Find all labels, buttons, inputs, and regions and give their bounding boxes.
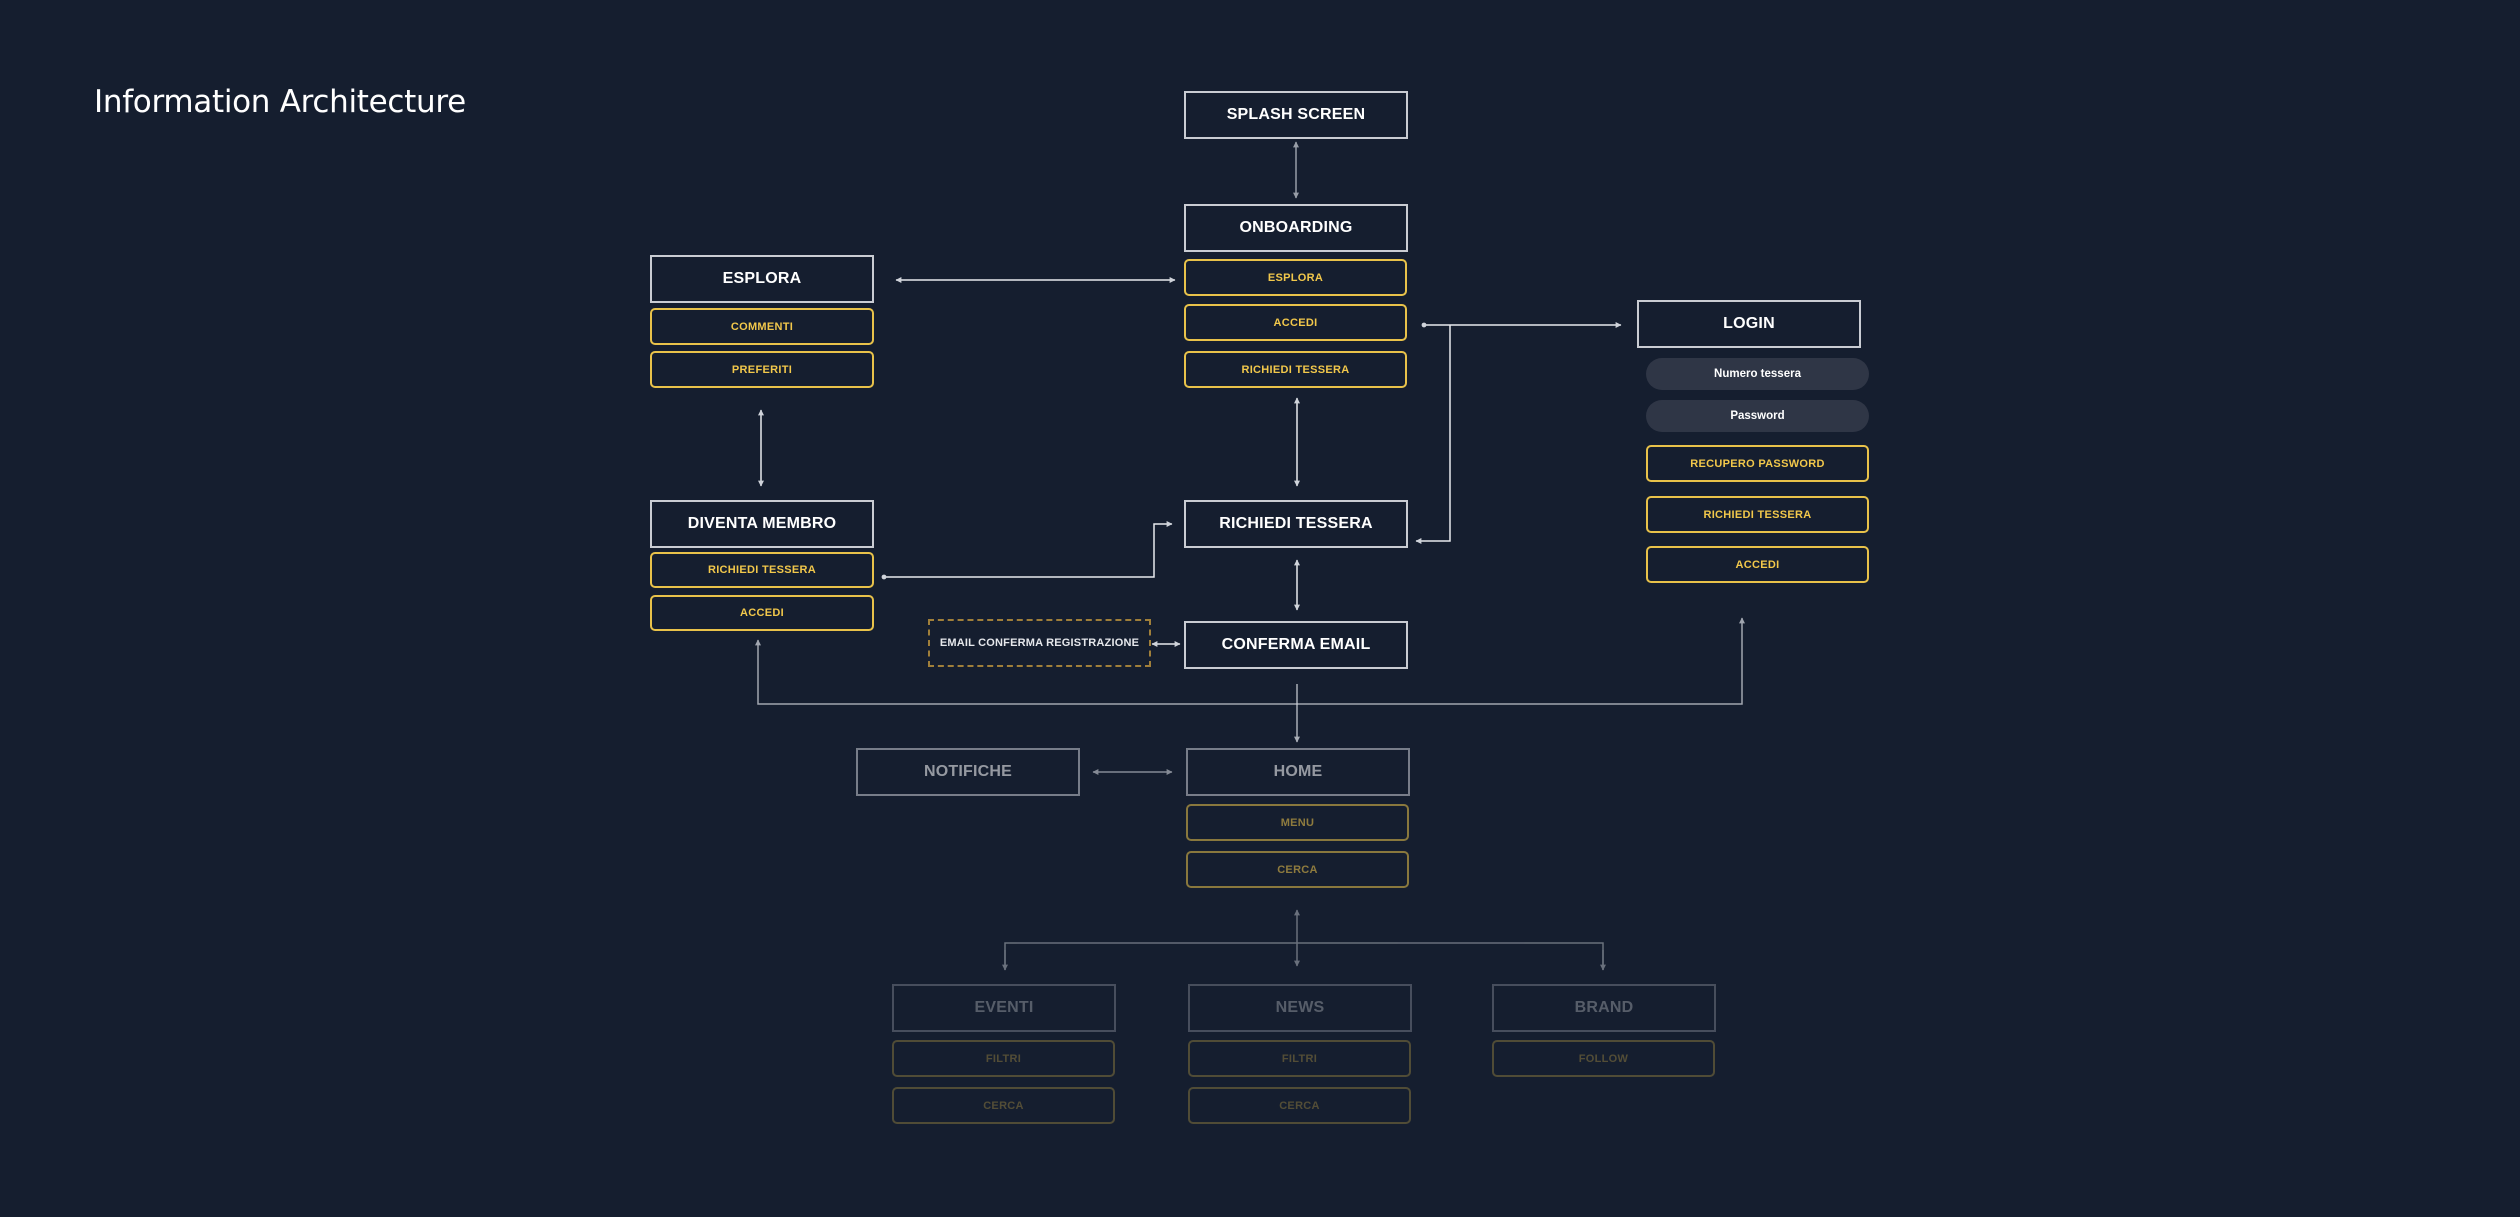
node-notifiche: NOTIFICHE [856,748,1080,796]
news-filtri: FILTRI [1188,1040,1411,1077]
home-menu: MENU [1186,804,1409,841]
onboarding-richiedi-tessera: RICHIEDI TESSERA [1184,351,1407,388]
node-brand: BRAND [1492,984,1716,1032]
node-conferma-email: CONFERMA EMAIL [1184,621,1408,669]
connector-diventa-richiedi [881,521,1173,580]
login-recupero-password: RECUPERO PASSWORD [1646,445,1869,482]
node-richiedi-tessera: RICHIEDI TESSERA [1184,500,1408,548]
eventi-filtri: FILTRI [892,1040,1115,1077]
brand-follow: FOLLOW [1492,1040,1715,1077]
diventa-accedi: ACCEDI [650,595,874,631]
news-cerca: CERCA [1188,1087,1411,1124]
connector-accedi-richiedi [1415,325,1451,544]
node-esplora: ESPLORA [650,255,874,303]
node-news: NEWS [1188,984,1412,1032]
node-home: HOME [1186,748,1410,796]
node-onboarding: ONBOARDING [1184,204,1408,252]
esplora-commenti: COMMENTI [650,308,874,345]
login-accedi: ACCEDI [1646,546,1869,583]
login-numero-tessera-field: Numero tessera [1646,358,1869,390]
diventa-richiedi-tessera: RICHIEDI TESSERA [650,552,874,588]
login-password-field: Password [1646,400,1869,432]
onboarding-accedi: ACCEDI [1184,304,1407,341]
onboarding-esplora: ESPLORA [1184,259,1407,296]
node-eventi: EVENTI [892,984,1116,1032]
eventi-cerca: CERCA [892,1087,1115,1124]
connector-accedi-loop [755,617,1745,705]
node-diventa-membro: DIVENTA MEMBRO [650,500,874,548]
email-conferma-registrazione: EMAIL CONFERMA REGISTRAZIONE [928,619,1151,667]
home-cerca: CERCA [1186,851,1409,888]
node-splash-screen: SPLASH SCREEN [1184,91,1408,139]
login-richiedi-tessera: RICHIEDI TESSERA [1646,496,1869,533]
connector-home-children [1002,909,1606,971]
node-login: LOGIN [1637,300,1861,348]
esplora-preferiti: PREFERITI [650,351,874,388]
page-title: Information Architecture [94,84,466,120]
